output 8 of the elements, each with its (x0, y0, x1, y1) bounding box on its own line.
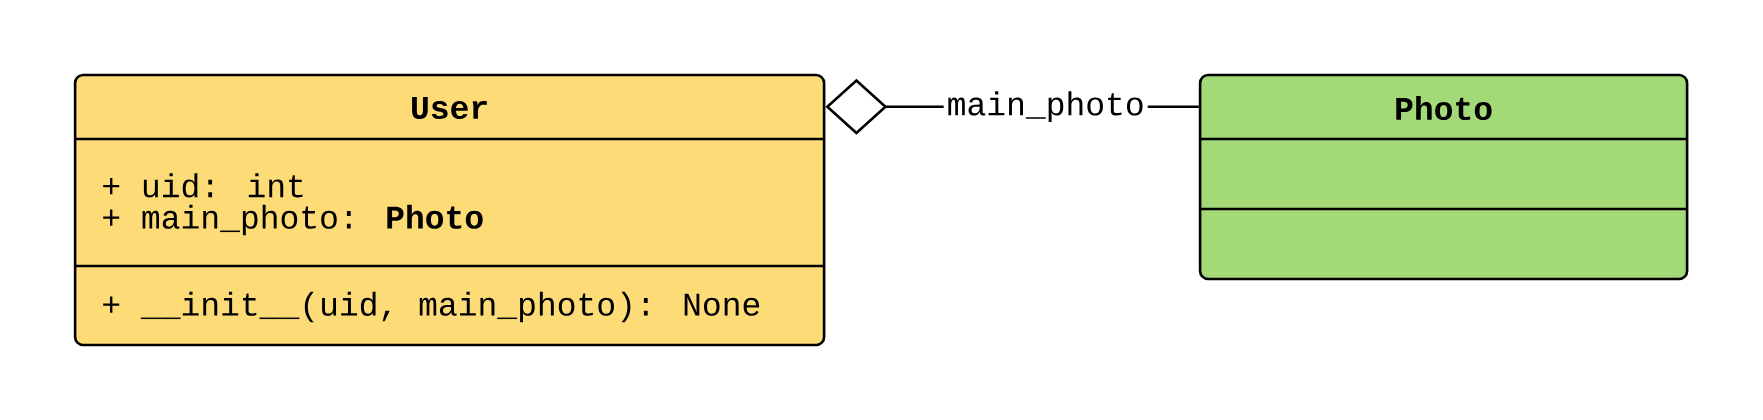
class-box (73, 73, 826, 347)
attribute-text: + uid: int (103, 173, 303, 198)
class-name: User (412, 96, 487, 119)
method-signature: + __init__(uid, main_photo): None (103, 291, 760, 323)
class-name: Photo (1396, 95, 1492, 121)
attribute-text: + main_photo: Photo (103, 204, 483, 236)
edge-label: main_photo (943, 88, 1148, 126)
class-box (1198, 73, 1689, 281)
